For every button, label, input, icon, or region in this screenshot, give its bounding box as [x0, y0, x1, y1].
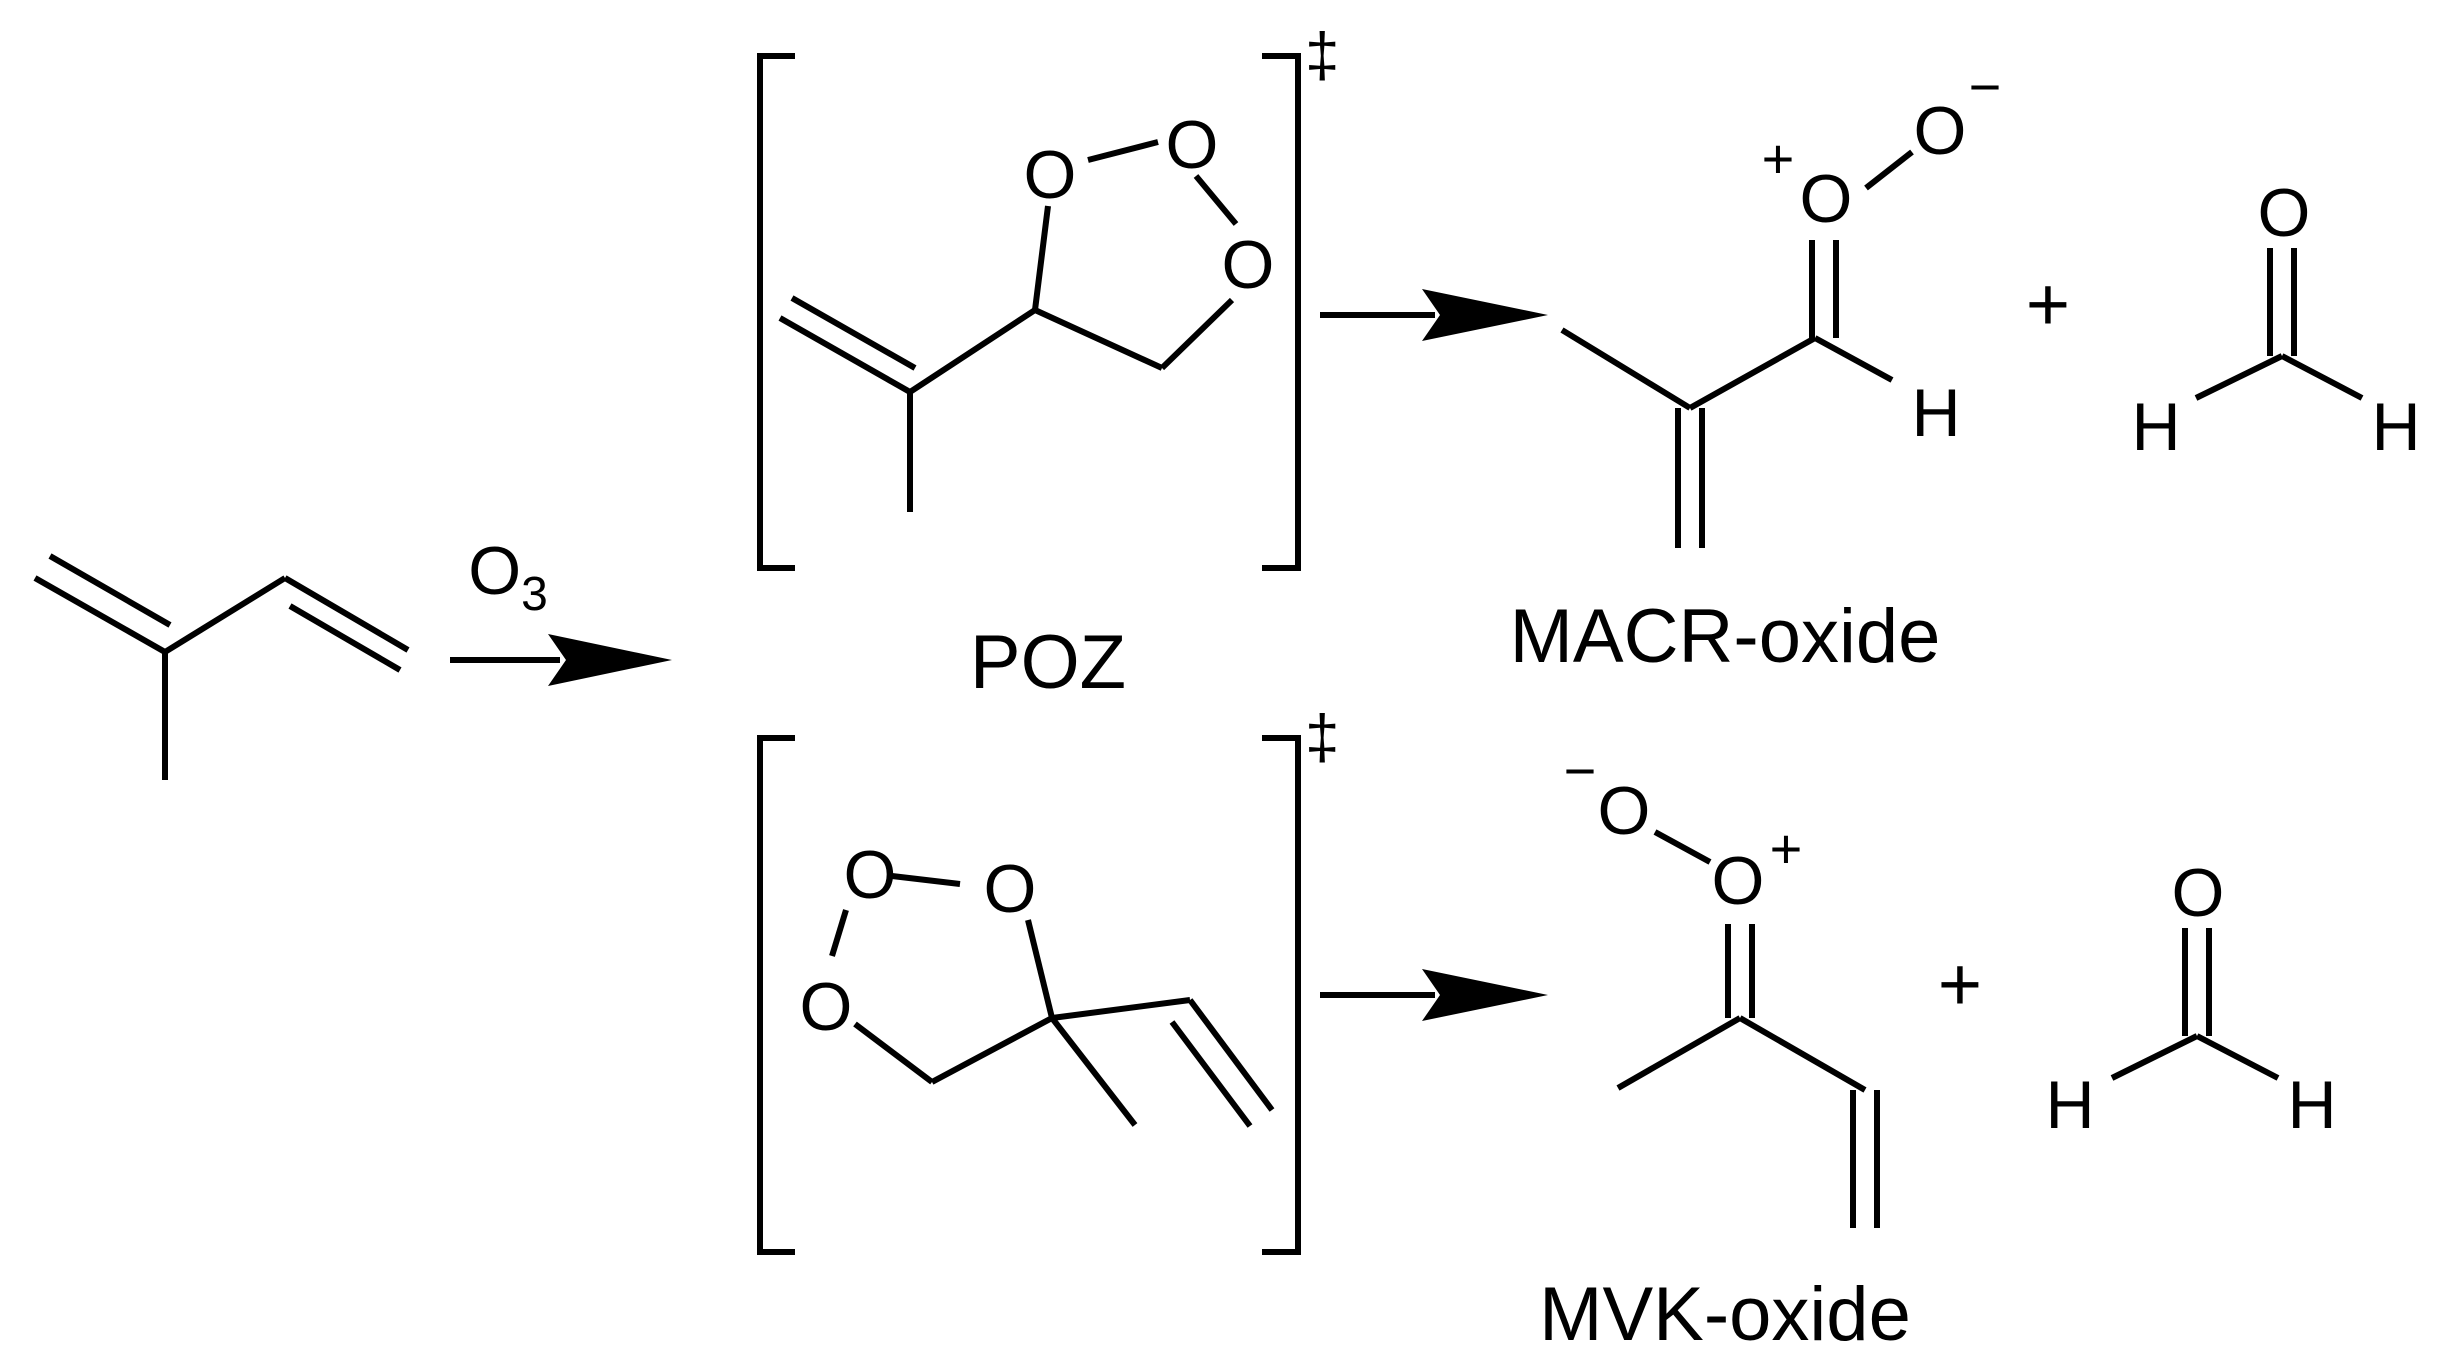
transition-state-mark-top: ‡: [1305, 21, 1339, 90]
arrow-to-mvk-oxide: [1320, 969, 1548, 1021]
poz-bracket-top: [757, 53, 1301, 571]
macr-oxide-positive-charge: +: [1762, 127, 1795, 190]
mvk-oxide-negative-charge: −: [1564, 739, 1597, 802]
ozonolysis-arrow: [450, 634, 672, 686]
transition-state-mark-bottom: ‡: [1305, 703, 1339, 772]
poz-structure-top: [778, 139, 1239, 512]
formaldehyde-bottom-o: O: [2172, 855, 2225, 931]
mvk-oxide-positive-charge: +: [1770, 817, 1803, 880]
poz-label: POZ: [970, 620, 1126, 705]
poz-bottom-o3: O: [800, 969, 853, 1045]
poz-structure-bottom: [829, 873, 1275, 1128]
formaldehyde-bottom-h-left: H: [2045, 1067, 2094, 1143]
formaldehyde-bottom-h-right: H: [2287, 1067, 2336, 1143]
isoprene-structure: [33, 553, 410, 780]
macr-oxide-carbonyl-o: O: [1800, 161, 1853, 237]
formaldehyde-top-o: O: [2258, 175, 2311, 251]
formaldehyde-top-h-right: H: [2371, 389, 2420, 465]
macr-oxide-h: H: [1911, 375, 1960, 451]
formaldehyde-bottom: [2110, 928, 2280, 1081]
poz-top-o3: O: [1222, 227, 1275, 303]
formaldehyde-top-h-left: H: [2131, 389, 2180, 465]
macr-oxide-structure: [1560, 149, 1914, 548]
poz-bottom-o2: O: [984, 851, 1037, 927]
macr-oxide-label: MACR-oxide: [1510, 594, 1941, 679]
macr-oxide-terminal-o: O: [1914, 93, 1967, 169]
poz-top-o1: O: [1024, 137, 1077, 213]
poz-bottom-o1: O: [844, 837, 897, 913]
mvk-oxide-carbonyl-o: O: [1712, 843, 1765, 919]
formaldehyde-top: [2194, 248, 2364, 401]
plus-sign-bottom: +: [1938, 942, 1982, 1027]
poz-top-o2: O: [1166, 107, 1219, 183]
mvk-oxide-label: MVK-oxide: [1539, 1272, 1911, 1357]
poz-bracket-bottom: [757, 735, 1301, 1255]
plus-sign-top: +: [2026, 262, 2070, 347]
reagent-ozone: O3: [468, 533, 548, 621]
mvk-oxide-terminal-o: O: [1598, 773, 1651, 849]
arrow-to-macr-oxide: [1320, 289, 1548, 341]
mvk-oxide-structure: [1616, 829, 1880, 1228]
macr-oxide-negative-charge: −: [1969, 55, 2002, 118]
